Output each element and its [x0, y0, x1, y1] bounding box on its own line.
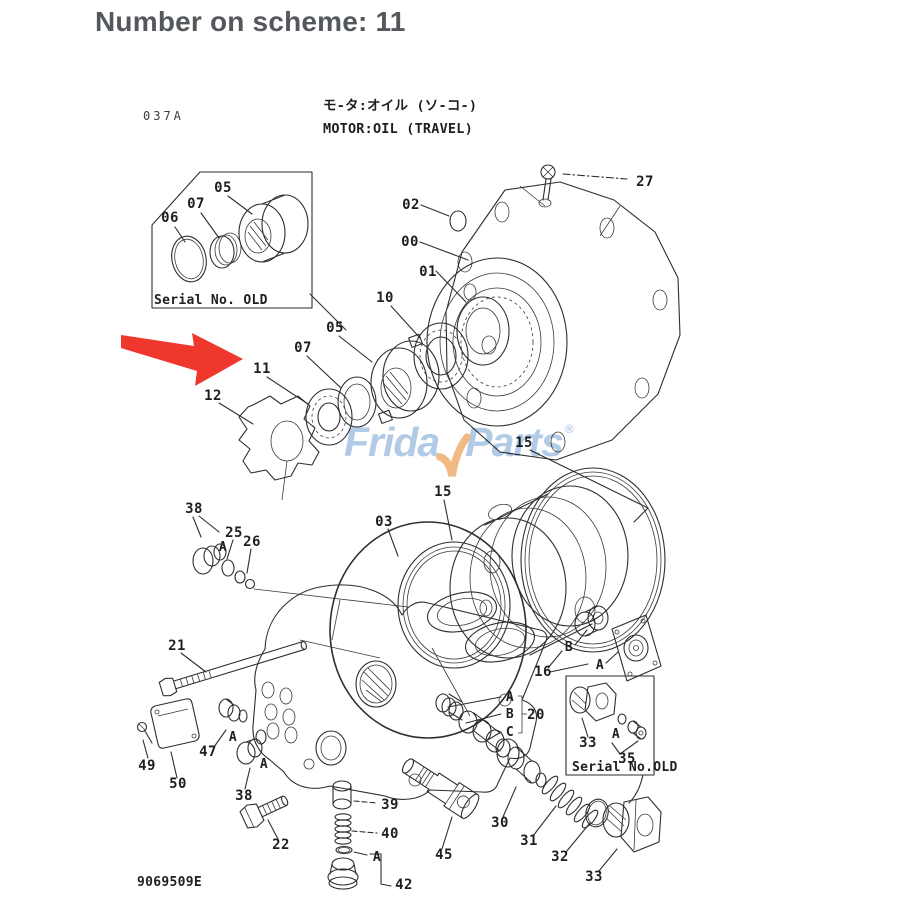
roller-and-valve-plate [547, 605, 662, 682]
part-label-47: 47 [199, 744, 217, 760]
part-label-12: 12 [204, 388, 222, 404]
part-label-40: 40 [381, 826, 399, 842]
part-label-26: 26 [243, 534, 261, 550]
part-label-32: 32 [551, 849, 569, 865]
part-label-27: 27 [636, 174, 654, 190]
part-label-49: 49 [138, 758, 156, 774]
inset-serial-old-bottom [565, 675, 655, 804]
watermark: Frida Parts ® [344, 419, 574, 477]
pointer-arrow [121, 333, 243, 386]
check-icon [436, 433, 471, 477]
part-label-33: 33 [579, 735, 597, 751]
part-label-a: A [373, 850, 381, 865]
part-label-10: 10 [376, 290, 394, 306]
part-label-a: A [506, 690, 514, 705]
part-label-22: 22 [272, 837, 290, 853]
part-label-01: 01 [419, 264, 437, 280]
part-label-31: 31 [520, 833, 538, 849]
part-label-30: 30 [491, 815, 509, 831]
part-label-037a: 037A [143, 109, 184, 123]
part-27-bleed-screw [538, 164, 628, 208]
part-label--: モ-タ:オイル (ソ-コ-) [323, 98, 477, 114]
part-label-33: 33 [585, 869, 603, 885]
part-label-a: A [612, 727, 620, 742]
left-plugs-and-bolts [136, 515, 409, 840]
inset-serial-old-top [151, 171, 347, 331]
part-label-00: 00 [401, 234, 419, 250]
part-label-02: 02 [402, 197, 420, 213]
part-label-35: 35 [618, 751, 636, 767]
bottom-valve-parts [327, 758, 480, 890]
part-label-a: A [219, 540, 227, 555]
part-label-15: 15 [515, 435, 533, 451]
part-label-25: 25 [225, 525, 243, 541]
part-02-oring [449, 210, 467, 232]
cylinder-block [449, 485, 629, 659]
part-label-07: 07 [187, 196, 205, 212]
seal-rings [329, 449, 666, 739]
shaft-bearing-stack [218, 296, 510, 501]
part-label-11: 11 [253, 361, 271, 377]
page-title: Number on scheme: 11 [95, 6, 406, 37]
part-label-b: B [565, 640, 573, 655]
part-label-07: 07 [294, 340, 312, 356]
part-number-labels: 037A モ-タ:オイル (ソ-コ-) MOTOR:OIL (TRAVEL) 27 02… [137, 98, 678, 893]
part-label-50: 50 [169, 776, 187, 792]
part-label-a: A [596, 658, 604, 673]
watermark-text-left: Frida [344, 419, 440, 465]
part-label-39: 39 [381, 797, 399, 813]
part-label-a: A [260, 757, 268, 772]
right-valve-train [435, 693, 662, 872]
part-label-b: B [506, 707, 514, 722]
part-label-motor-oil-travel-: MOTOR:OIL (TRAVEL) [323, 121, 473, 137]
part-label-42: 42 [395, 877, 413, 893]
part-label-21: 21 [168, 638, 186, 654]
part-label-9069509e: 9069509E [137, 875, 202, 890]
part-label-c: C [506, 725, 514, 740]
part-label-38: 38 [235, 788, 253, 804]
part-label-05: 05 [214, 180, 232, 196]
motor-housing [419, 164, 681, 461]
registered-mark: ® [564, 422, 574, 436]
main-body [252, 584, 548, 800]
part-label-a: A [229, 730, 237, 745]
part-label-16: 16 [534, 664, 552, 680]
part-label-38: 38 [185, 501, 203, 517]
part-label-serial-no-old: Serial No.OLD [572, 760, 678, 775]
part-label-15: 15 [434, 484, 452, 500]
part-label-20: 20 [527, 707, 545, 723]
part-label-serial-no-old: Serial No. OLD [154, 293, 268, 308]
part-label-45: 45 [435, 847, 453, 863]
part-label-03: 03 [375, 514, 393, 530]
watermark-text-right: Parts [465, 419, 564, 465]
part-label-05: 05 [326, 320, 344, 336]
part-label-06: 06 [161, 210, 179, 226]
